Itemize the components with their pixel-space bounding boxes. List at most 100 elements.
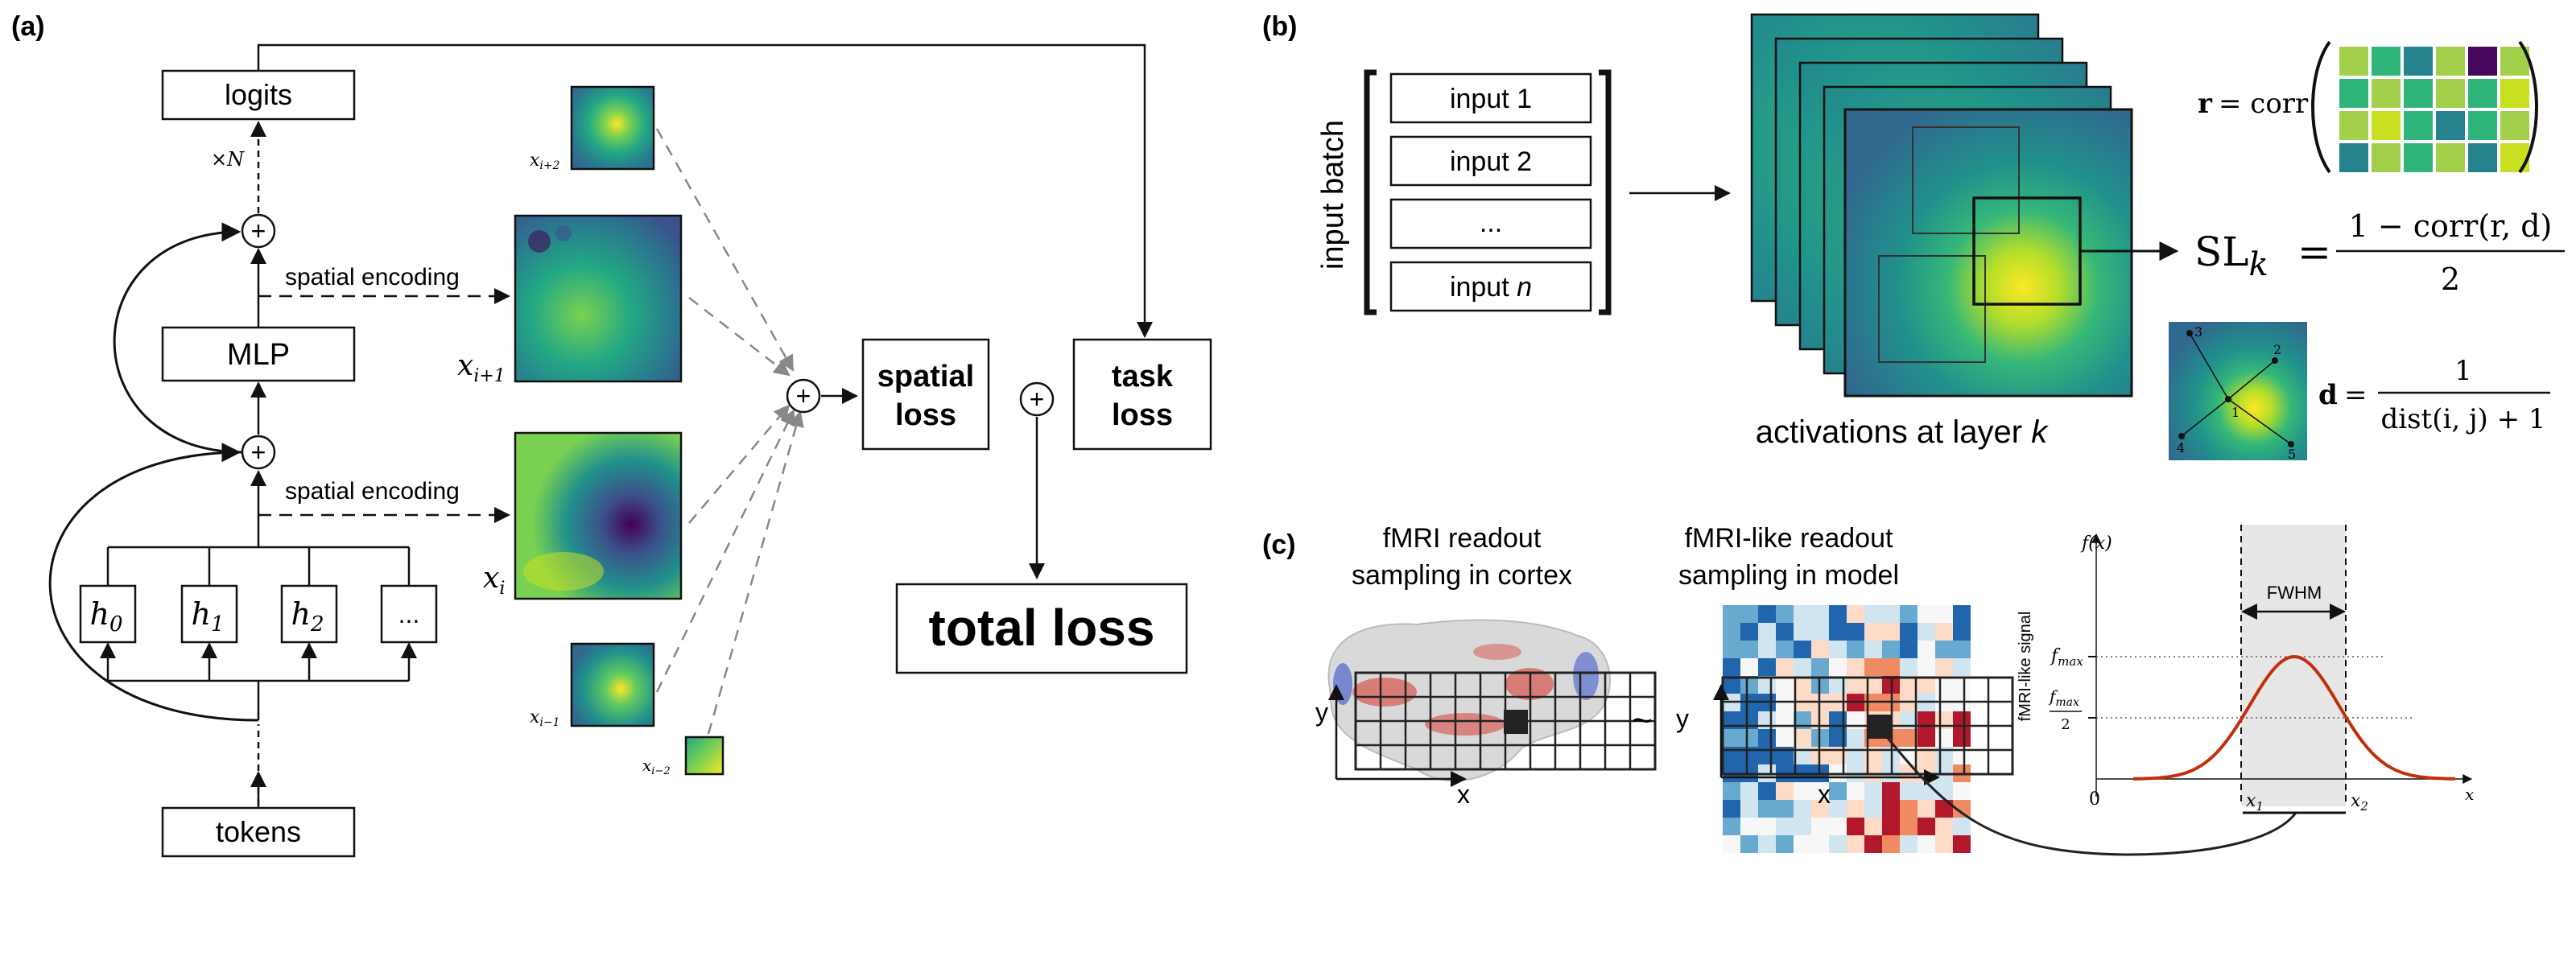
head-0-box — [79, 584, 137, 644]
logits-to-task-arrow — [257, 43, 1153, 338]
node-2-label: 2 — [2273, 342, 2281, 357]
matrix-cell — [2372, 143, 2401, 172]
r-symbol: r — [2198, 88, 2213, 120]
distance-graph-edges — [2181, 332, 2292, 445]
r-equals-corr: = corr — [2219, 88, 2309, 120]
input-n-box — [1389, 261, 1592, 312]
times-n-label: ×N — [211, 148, 245, 171]
matrix-cell — [2500, 79, 2529, 108]
model-x-label: x — [1818, 780, 1831, 809]
matrix-cell — [2404, 79, 2433, 108]
head-1-box — [180, 584, 238, 644]
head-2-label: h2 — [291, 596, 324, 637]
logits-label: logits — [225, 78, 292, 111]
node-5-label: 5 — [2288, 447, 2296, 462]
d-denominator: dist(i, j) + 1 — [2380, 403, 2545, 435]
node-1-label: 1 — [2231, 405, 2240, 420]
half-max-label: fmax — [2048, 686, 2079, 709]
map-x-i-minus-2-label: xi−2 — [642, 756, 671, 777]
map-x-i-plus-2-label: xi+2 — [530, 150, 560, 172]
fwhm-label: FWHM — [2267, 583, 2322, 603]
fwhm-band — [2241, 525, 2346, 806]
spatial-encoding-upper-label: spatial encoding — [285, 264, 460, 291]
x2-label: x2 — [2351, 791, 2368, 814]
panel-a-label: (a) — [11, 11, 45, 42]
head-1-label: h1 — [191, 596, 224, 637]
residual-sum-lower — [241, 435, 276, 470]
panel-c: fMRI readout sampling in cortex y x ~ fM… — [1315, 523, 2474, 856]
input-n-label: input n — [1450, 272, 1532, 303]
total-sum — [1019, 381, 1055, 417]
map-x-i-minus-1-label: xi−1 — [530, 707, 560, 729]
matrix-cell — [2372, 111, 2401, 140]
matrix-cell — [2468, 143, 2497, 172]
tokens-box — [161, 806, 356, 858]
plus-upper: + — [251, 216, 266, 245]
matrix-cell — [2372, 79, 2401, 108]
map-x-i-minus-1 — [570, 642, 655, 727]
total-loss-label: total loss — [929, 599, 1155, 657]
attention-residual-arrow — [48, 443, 259, 722]
panel-b: input batch input 1 input 2 ... input n … — [1316, 13, 2565, 462]
d-symbol: d — [2318, 379, 2338, 411]
input-more-box — [1389, 198, 1592, 249]
plot-y-title: fMRI-like signal — [2017, 612, 2034, 722]
map-arrow-2 — [688, 297, 791, 377]
plot-fx-label: f(x) — [2080, 534, 2112, 554]
spatial-loss-line2: loss — [895, 398, 956, 432]
sample-window-1 — [1912, 126, 2020, 234]
input-2-label: input 2 — [1450, 146, 1532, 177]
map-arrow-1 — [655, 128, 795, 372]
matrix-cell — [2436, 111, 2465, 140]
sl-denominator: 2 — [2441, 262, 2460, 297]
model-y-label: y — [1676, 704, 1689, 733]
fmri-title-line2: sampling in cortex — [1352, 560, 1572, 591]
matrix-cell — [2500, 143, 2529, 172]
node-4-label: 4 — [2177, 440, 2185, 455]
distance-graph-nodes — [2178, 330, 2294, 447]
brain-x-label: x — [1457, 780, 1470, 809]
mlp-residual-arrow — [113, 222, 242, 454]
brain-surface — [1327, 619, 1611, 782]
matrix-cell — [2339, 47, 2368, 76]
sl-equals: = — [2297, 229, 2331, 275]
spatial-loss-line1: spatial — [877, 360, 974, 394]
plus-spatial: + — [796, 381, 811, 410]
matrix-cell — [2339, 79, 2368, 108]
matrix-cell — [2436, 79, 2465, 108]
matrix-cell — [2436, 143, 2465, 172]
spatial-sum — [786, 378, 821, 414]
tokens-label: tokens — [216, 815, 301, 848]
plus-total: + — [1030, 385, 1045, 414]
plot-x-end-label: x — [2465, 785, 2474, 804]
fmri-title-line1: fMRI readout — [1383, 523, 1542, 554]
similar-tilde: ~ — [1632, 701, 1653, 740]
model-activation-map — [1723, 605, 1971, 853]
d-equals: = — [2344, 379, 2368, 411]
voxel-to-plot-connector — [1879, 728, 2297, 856]
d-numerator: 1 — [2454, 355, 2472, 387]
matrix-cell — [2404, 47, 2433, 76]
gaussian-curve — [2132, 654, 2456, 781]
plot-origin-label: 0 — [2089, 789, 2100, 810]
spatial-encoding-lower-label: spatial encoding — [285, 478, 460, 505]
panel-b-label: (b) — [1262, 11, 1297, 42]
total-loss-box — [895, 583, 1188, 674]
matrix-cell — [2339, 111, 2368, 140]
input-2-box — [1389, 135, 1592, 187]
fmri-like-title-line1: fMRI-like readout — [1685, 523, 1893, 554]
task-loss-line2: loss — [1112, 398, 1173, 432]
fmax-label: fmax — [2050, 646, 2083, 669]
half-max-denominator: 2 — [2061, 716, 2070, 733]
matrix-paren-left — [2311, 40, 2331, 174]
correlation-matrix — [2339, 47, 2529, 172]
node-3-label: 3 — [2194, 324, 2202, 340]
matrix-cell — [2468, 79, 2497, 108]
activations-label: activations at layer k — [1756, 414, 2049, 450]
matrix-cell — [2404, 143, 2433, 172]
map-arrow-5 — [707, 410, 804, 735]
map-x-i-minus-2 — [684, 736, 724, 776]
input-1-label: input 1 — [1450, 84, 1532, 114]
map-x-i-plus-2 — [570, 85, 655, 171]
